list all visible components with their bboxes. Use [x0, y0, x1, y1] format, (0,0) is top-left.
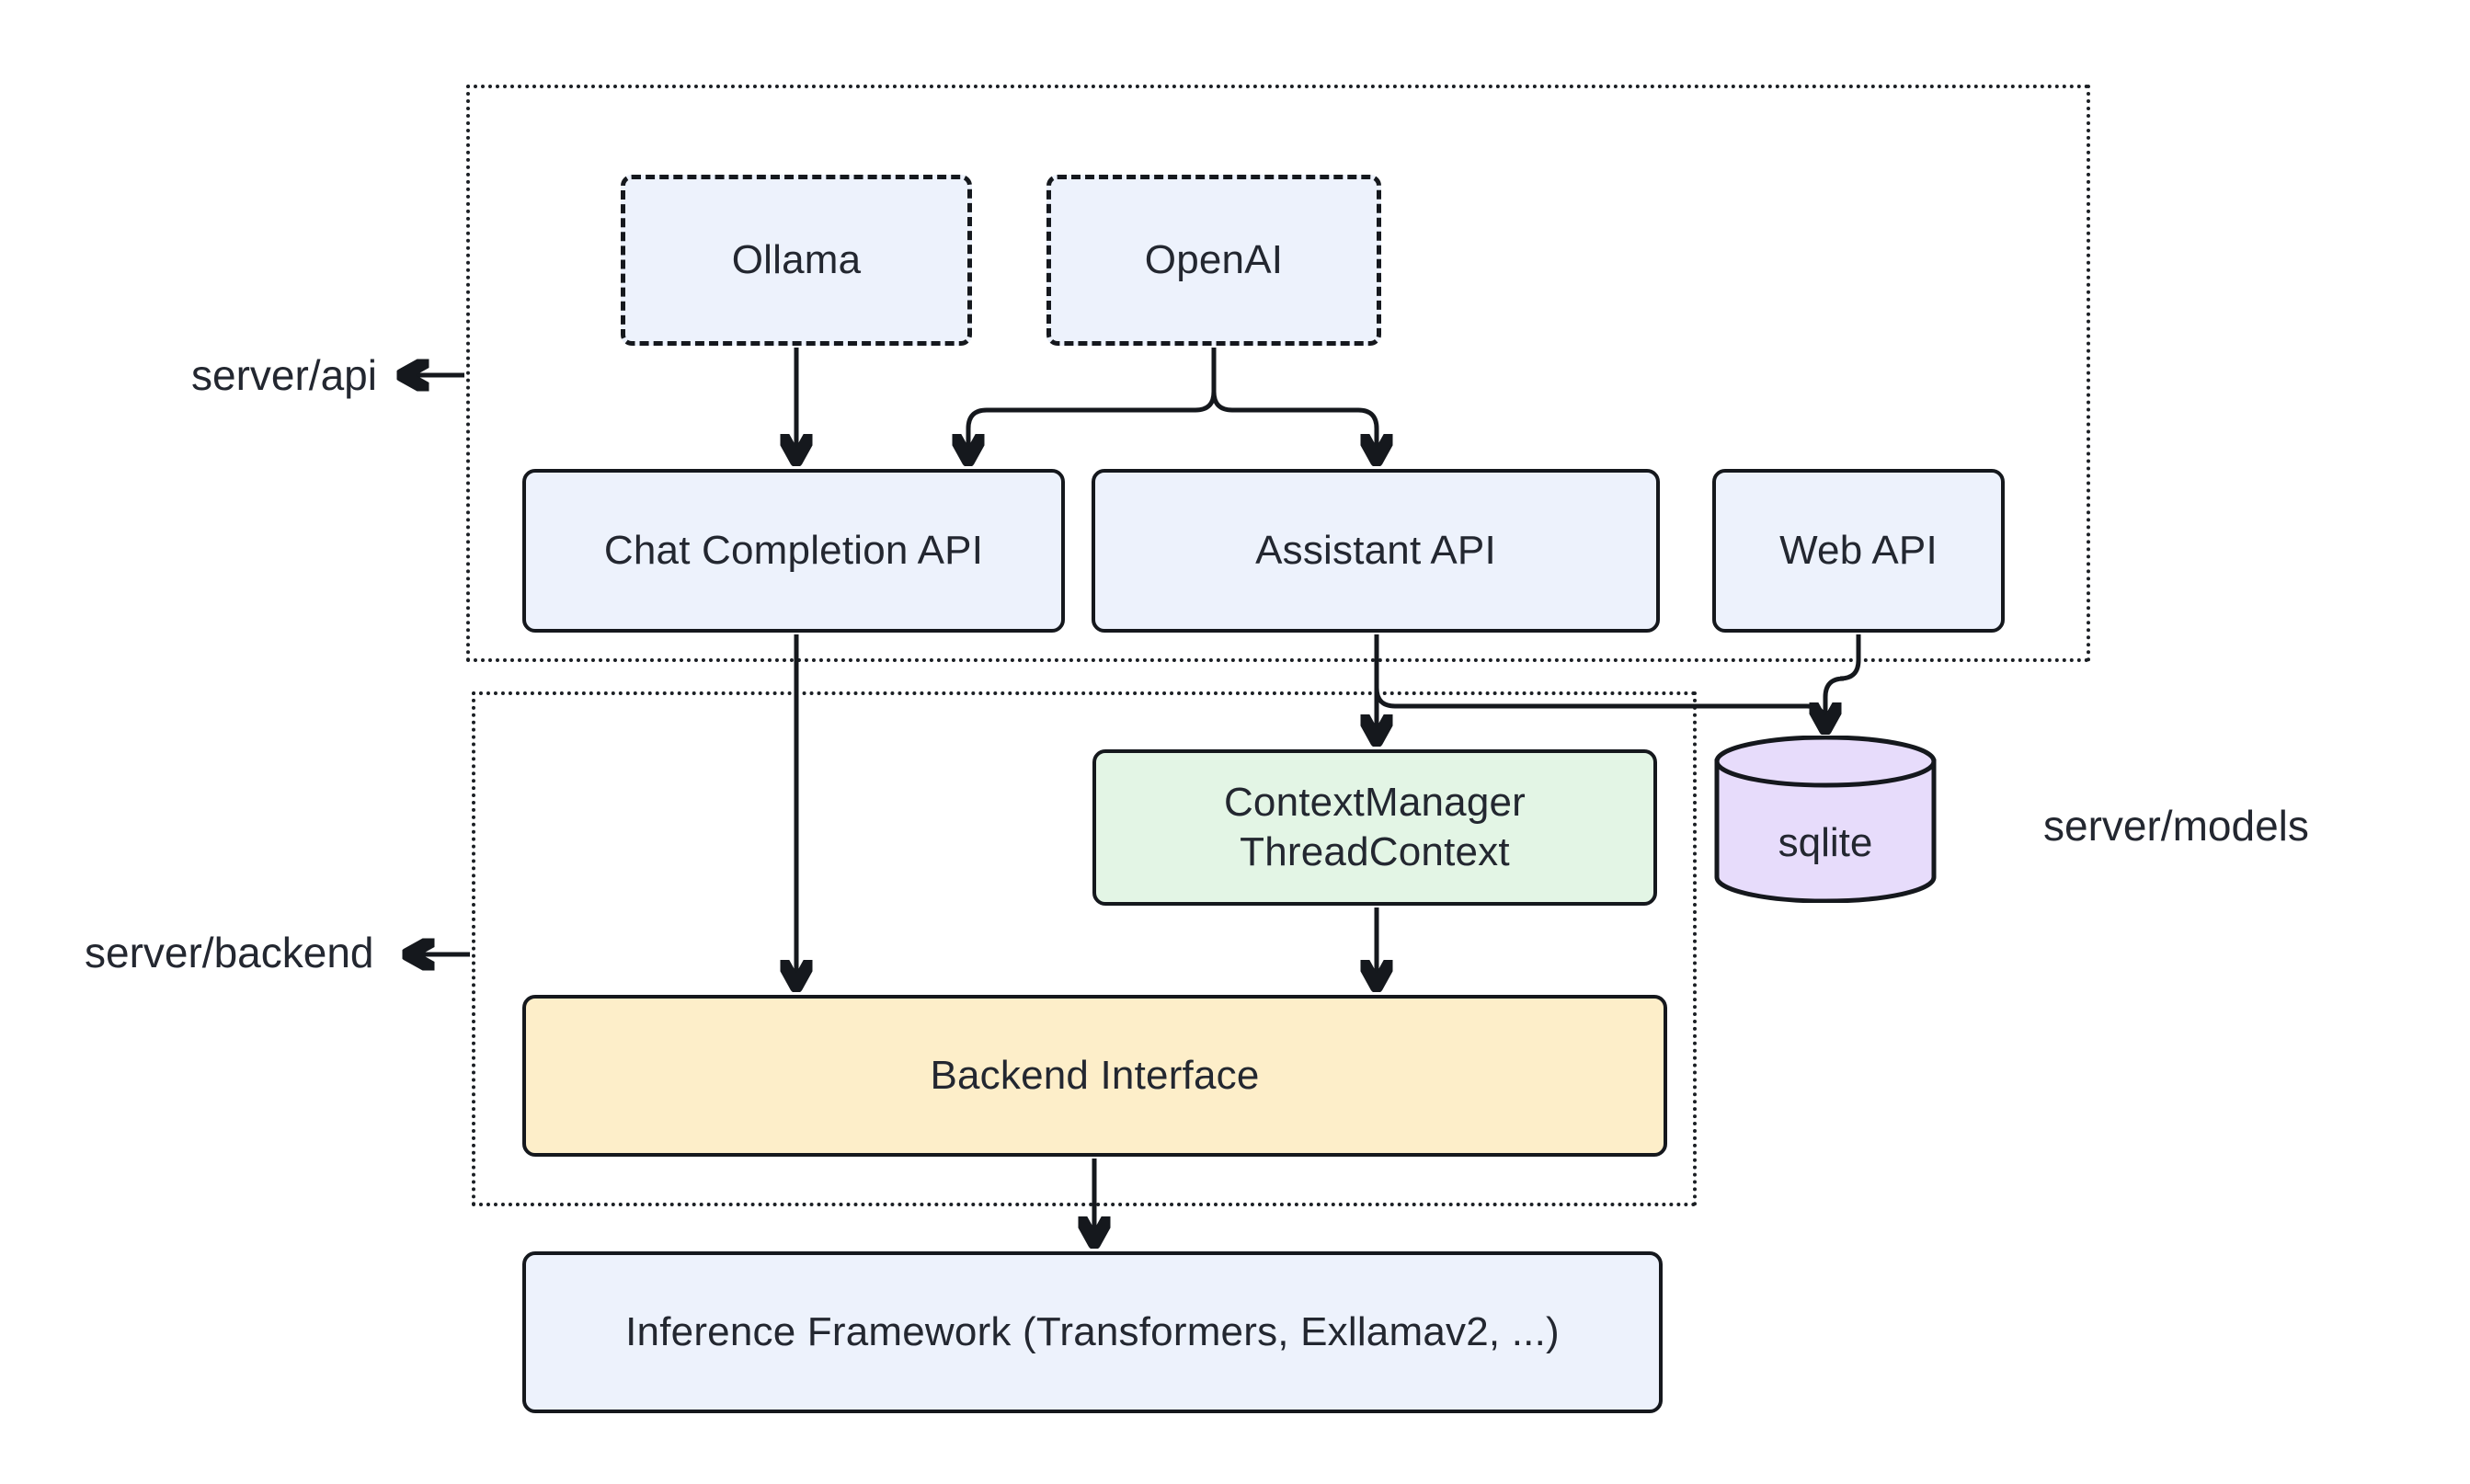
node-openai[interactable]: OpenAI [1046, 175, 1381, 346]
node-ollama[interactable]: Ollama [621, 175, 972, 346]
node-web-api[interactable]: Web API [1712, 469, 2005, 633]
cylinder-icon [1714, 736, 1937, 903]
group-server-backend [472, 691, 1697, 1206]
node-sqlite-database[interactable]: sqlite [1713, 736, 1938, 903]
group-label-server-api: server/api [191, 351, 377, 399]
group-label-server-models: server/models [2043, 802, 2309, 850]
group-server-api [466, 85, 2090, 662]
node-chat-completion-api[interactable]: Chat Completion API [522, 469, 1065, 633]
node-assistant-api[interactable]: Assistant API [1092, 469, 1660, 633]
node-context-manager-thread-context[interactable]: ContextManager ThreadContext [1092, 749, 1657, 906]
group-label-server-backend: server/backend [85, 929, 374, 976]
node-backend-interface[interactable]: Backend Interface [522, 995, 1667, 1157]
node-inference-framework[interactable]: Inference Framework (Transformers, Exlla… [522, 1251, 1663, 1413]
